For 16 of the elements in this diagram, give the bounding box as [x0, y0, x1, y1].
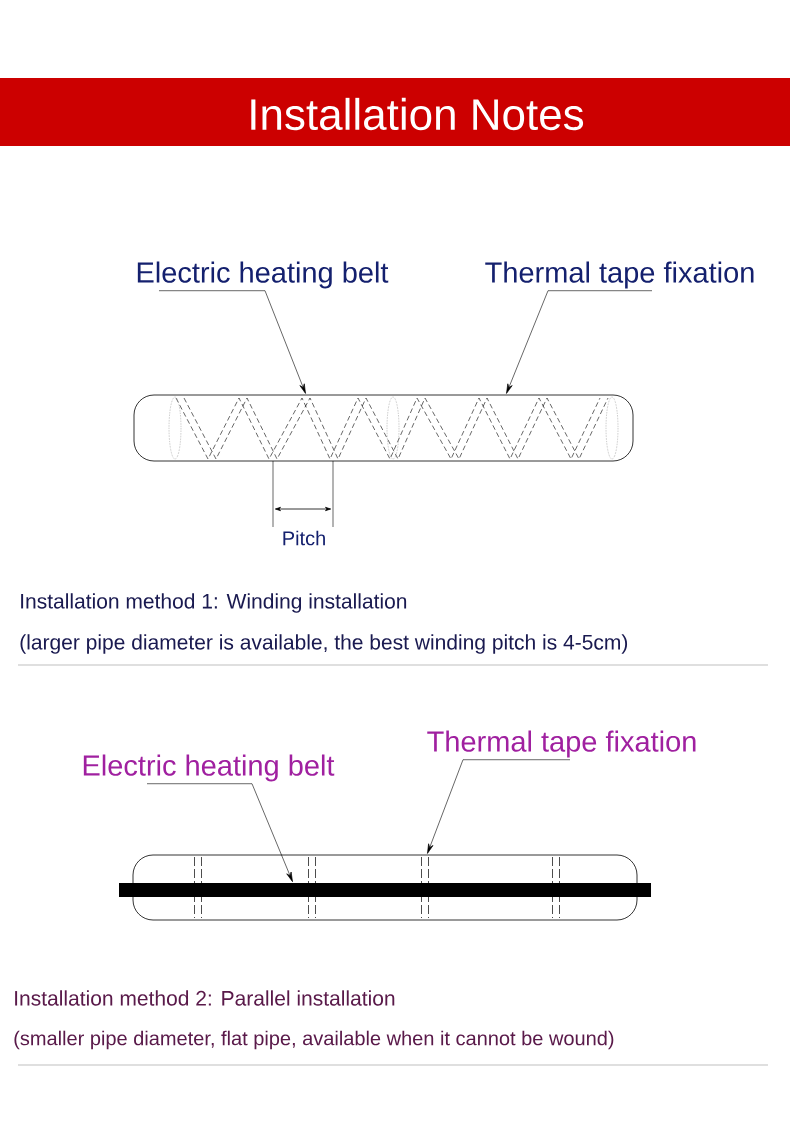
leader-line — [146, 783, 293, 882]
callout-label: Electric heating belt — [83, 754, 335, 782]
title-banner: Installation Notes — [0, 78, 790, 146]
leader-line — [158, 290, 306, 394]
callout-label: Electric heating belt — [137, 261, 389, 289]
method-note: (larger pipe diameter is available, the best winding pitch is 4-5cm) — [20, 634, 628, 654]
method-heading: Installation method 1: Winding installation — [21, 593, 407, 613]
callout-label: Thermal tape fixation — [427, 730, 696, 758]
leader-line — [427, 759, 571, 854]
dimension-label: Pitch — [283, 530, 325, 546]
method-note: (smaller pipe diameter, flat pipe, available when it cannot be wound) — [14, 1030, 614, 1050]
callout-label: Thermal tape fixation — [485, 261, 754, 289]
pipe — [133, 394, 634, 462]
method-heading: Installation method 2: Parallel installation — [15, 990, 395, 1006]
leader-line — [506, 290, 653, 394]
pipe — [132, 854, 638, 921]
